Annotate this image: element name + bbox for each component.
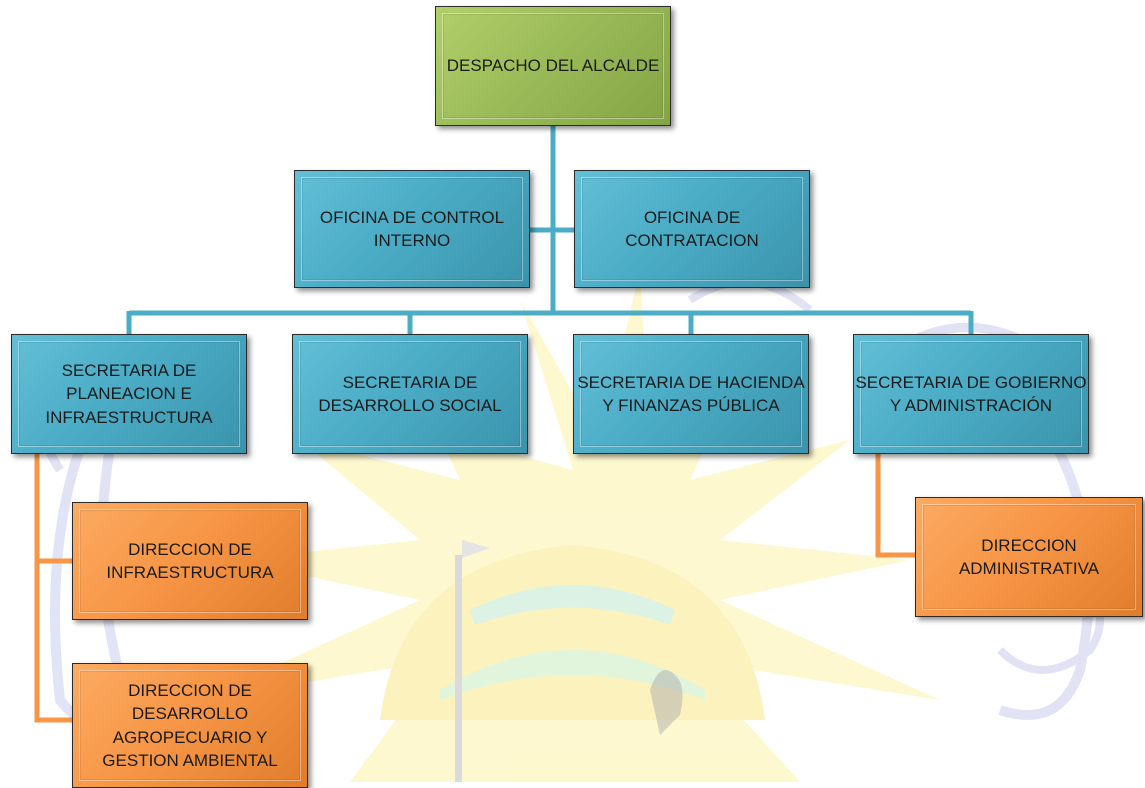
node-secretaria-planeacion: SECRETARIA DE PLANEACION E INFRAESTRUCTU… (11, 334, 247, 454)
node-label: SECRETARIA DE HACIENDA Y FINANZAS PÚBLIC… (577, 372, 805, 415)
node-label: DIRECCION DE DESARROLLO AGROPECUARIO Y G… (102, 680, 278, 770)
node-oficina-contratacion: OFICINA DE CONTRATACION (574, 170, 810, 288)
node-direccion-infraestructura: DIRECCION DE INFRAESTRUCTURA (72, 502, 308, 620)
node-direccion-administrativa: DIRECCION ADMINISTRATIVA (915, 497, 1143, 617)
node-label: OFICINA DE CONTROL INTERNO (319, 207, 505, 250)
node-direccion-agropecuario: DIRECCION DE DESARROLLO AGROPECUARIO Y G… (72, 663, 308, 788)
node-secretaria-desarrollo-social: SECRETARIA DE DESARROLLO SOCIAL (292, 334, 528, 454)
node-label: DESPACHO DEL ALCALDE (446, 56, 660, 76)
node-label: DIRECCION ADMINISTRATIVA (958, 535, 1100, 578)
node-oficina-control-interno: OFICINA DE CONTROL INTERNO (294, 170, 530, 288)
node-label: DIRECCION DE INFRAESTRUCTURA (106, 539, 274, 582)
node-despacho-alcalde: DESPACHO DEL ALCALDE (435, 6, 671, 126)
node-label: SECRETARIA DE DESARROLLO SOCIAL (318, 372, 502, 415)
node-label: SECRETARIA DE GOBIERNO Y ADMINISTRACIÓN (855, 372, 1087, 415)
node-label: OFICINA DE CONTRATACION (625, 207, 759, 250)
node-secretaria-hacienda: SECRETARIA DE HACIENDA Y FINANZAS PÚBLIC… (573, 334, 809, 454)
node-label: SECRETARIA DE PLANEACION E INFRAESTRUCTU… (45, 360, 213, 427)
node-secretaria-gobierno: SECRETARIA DE GOBIERNO Y ADMINISTRACIÓN (853, 334, 1089, 454)
